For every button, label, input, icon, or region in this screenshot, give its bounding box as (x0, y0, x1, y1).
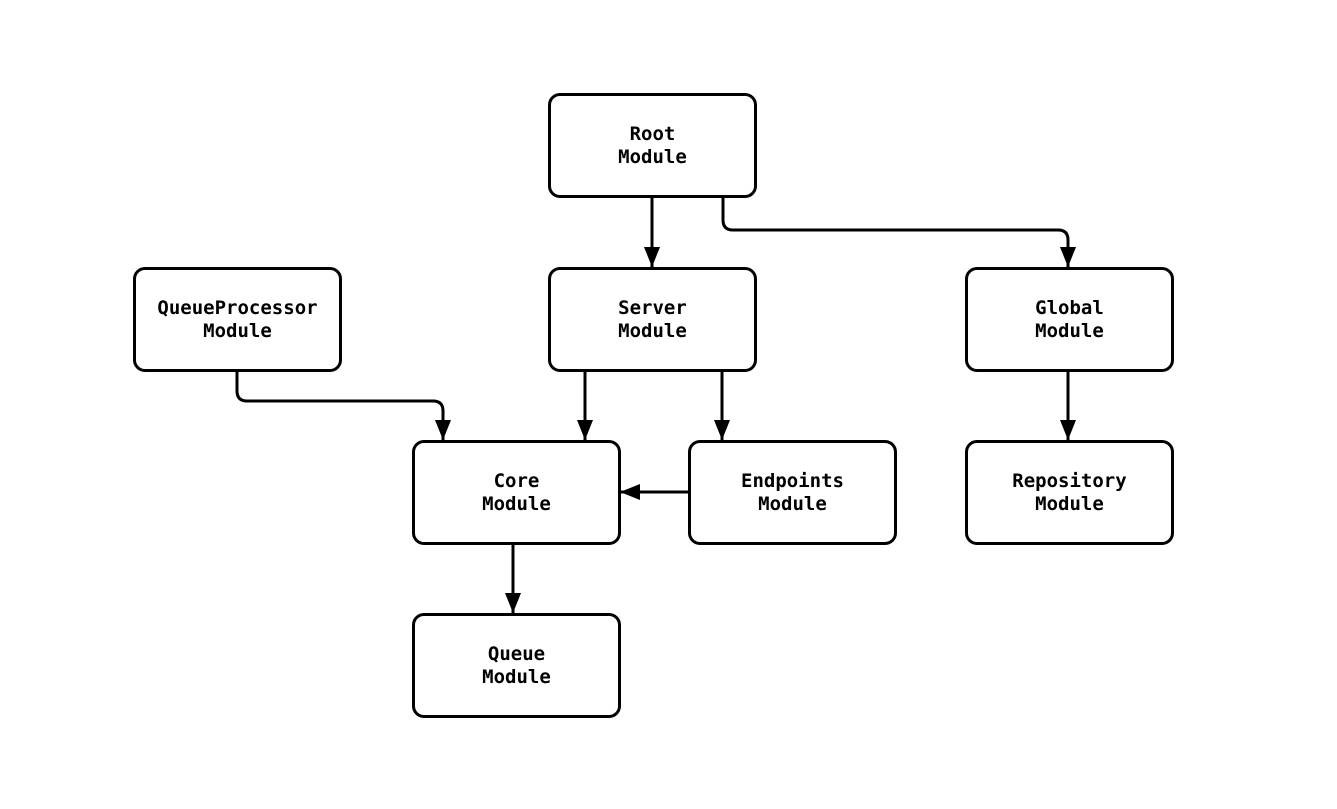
node-server-module-label: Server Module (618, 296, 687, 342)
node-global-module: Global Module (965, 267, 1174, 372)
node-endpoints-module-label: Endpoints Module (741, 469, 844, 515)
node-core-module: Core Module (412, 440, 621, 545)
node-server-module: Server Module (548, 267, 757, 372)
node-endpoints-module: Endpoints Module (688, 440, 897, 545)
node-queue-module-label: Queue Module (482, 642, 551, 688)
node-global-module-label: Global Module (1035, 296, 1104, 342)
node-repository-module-label: Repository Module (1012, 469, 1127, 515)
edge-root-to-global (721, 198, 1076, 267)
node-queue-module: Queue Module (412, 613, 621, 718)
node-root-module-label: Root Module (618, 122, 687, 168)
edge-queueprocessor-to-core (235, 372, 451, 440)
node-repository-module: Repository Module (965, 440, 1174, 545)
node-queueprocessor-module: QueueProcessor Module (133, 267, 342, 372)
node-root-module: Root Module (548, 93, 757, 198)
node-core-module-label: Core Module (482, 469, 551, 515)
node-queueprocessor-module-label: QueueProcessor Module (157, 296, 318, 342)
